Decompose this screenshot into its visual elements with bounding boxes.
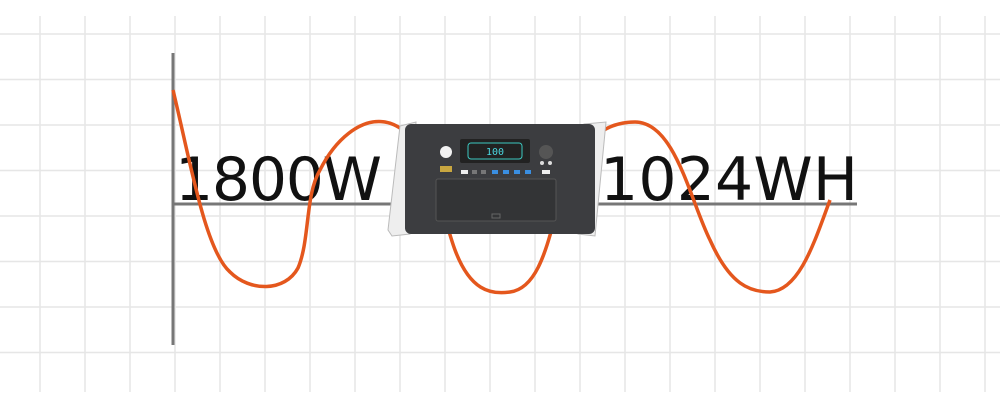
power-label: 1800W — [175, 145, 382, 215]
dc-port — [440, 166, 452, 172]
usb-a-port — [514, 170, 520, 174]
usb-a-port — [492, 170, 498, 174]
port-light — [542, 170, 550, 174]
usb-a-port — [525, 170, 531, 174]
sine-wave — [171, 89, 832, 295]
usb-port — [461, 170, 468, 174]
capacity-label: 1024WH — [600, 145, 858, 215]
power-station-device: 100 — [387, 121, 607, 237]
lcd-value: 100 — [486, 147, 504, 158]
car-socket — [539, 145, 553, 159]
lcd-display — [460, 139, 530, 163]
usb-c-port — [472, 170, 477, 174]
usb-a-port — [503, 170, 509, 174]
ac-outlet-cover — [435, 178, 557, 222]
power-button — [440, 146, 452, 158]
lcd-frame — [467, 142, 523, 160]
socket-pin — [540, 161, 544, 165]
socket-pin — [548, 161, 552, 165]
usb-c-port — [481, 170, 486, 174]
cover-latch — [491, 213, 501, 219]
